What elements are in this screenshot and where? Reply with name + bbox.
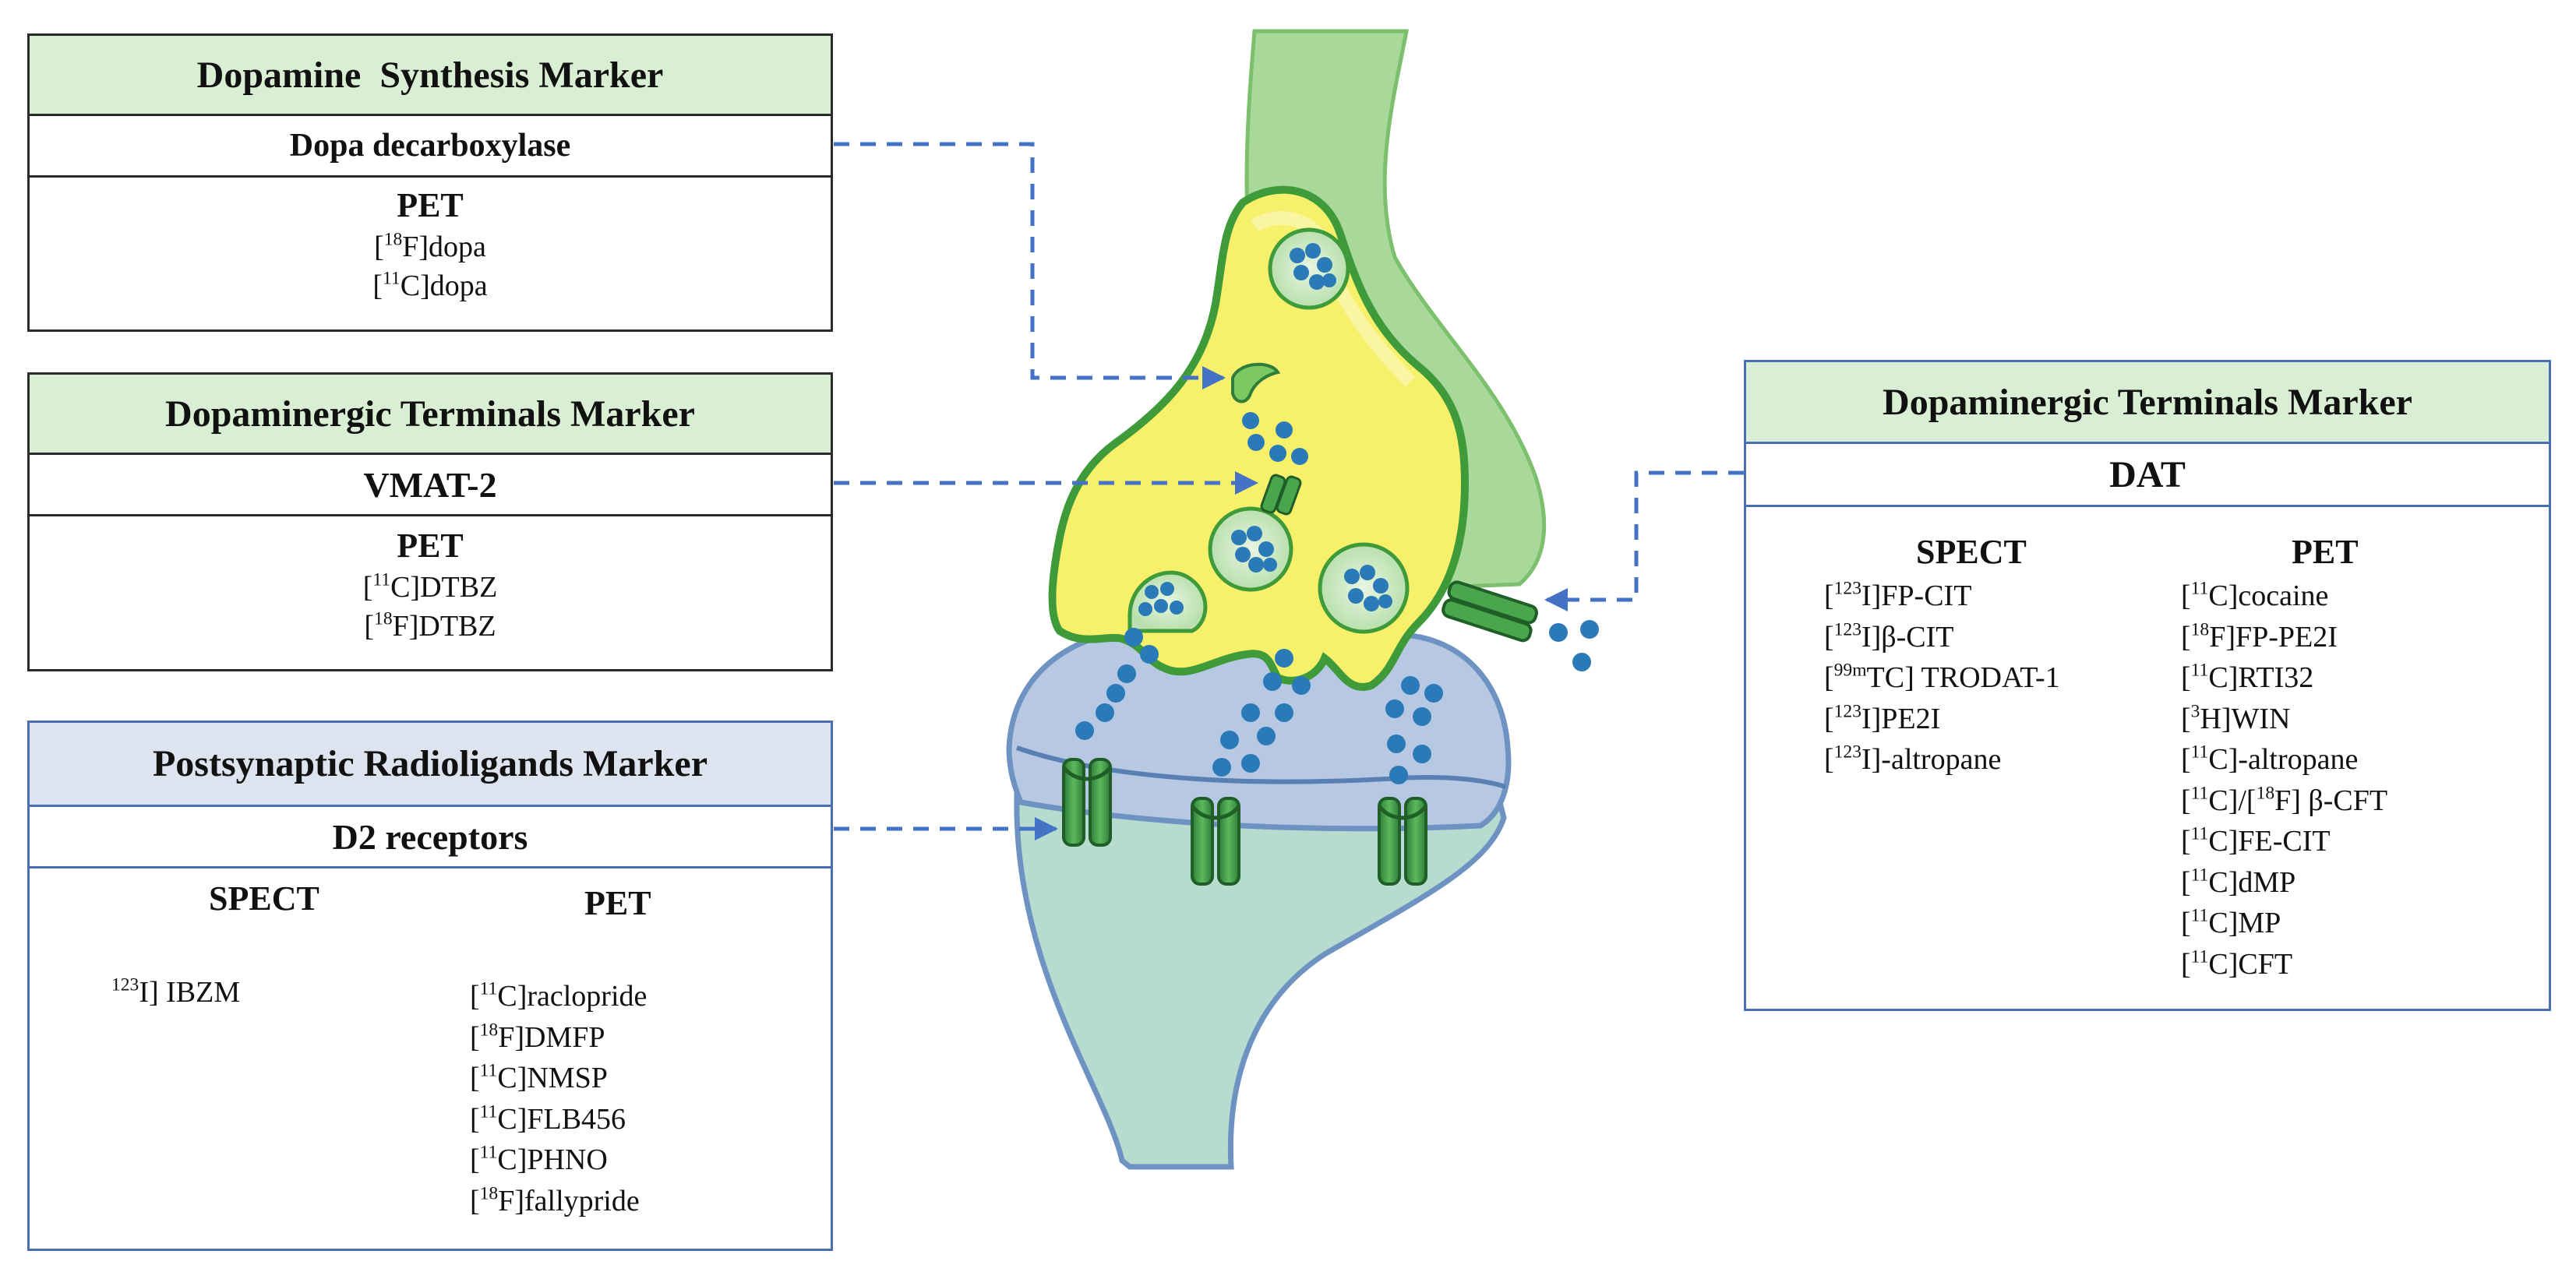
- dat-spect-list: [123I]FP-CIT [123I]β-CIT [99mTC] TRODAT-1 […: [1824, 576, 2060, 780]
- ligand-item: [11C]PHNO: [470, 1142, 608, 1176]
- synthesis-ligand-list: [18F]dopa [11C]dopa: [30, 227, 831, 305]
- ligand-item: [18F]FP-PE2I: [2181, 618, 2338, 654]
- dat-spect-header: SPECT: [1916, 533, 2027, 571]
- postsynaptic-pet-list: [11C]raclopride [18F]DMFP [11C]NMSP [11C]FL…: [470, 976, 647, 1221]
- dopa-decarboxylase-label: Dopa decarboxylase: [30, 114, 831, 178]
- dat-transporter: [1442, 580, 1539, 643]
- ligand-item: [11C]RTI32: [2181, 660, 2314, 694]
- postsynaptic-dendrite: [1014, 783, 1507, 1170]
- postsynaptic-spect-list: 123I] IBZM: [111, 972, 240, 1013]
- ligand-item: 123I] IBZM: [111, 974, 241, 1009]
- postsynaptic-spect-header: SPECT: [209, 879, 319, 918]
- ligand-item: [11C]-altropane: [2181, 742, 2359, 776]
- ligand-item: [11C]MP: [2181, 905, 2281, 939]
- d2-receptors-label: D2 receptors: [30, 805, 831, 868]
- dopa-decarboxylase-enzyme: [1231, 362, 1281, 403]
- postsynaptic-box: Postsynaptic Radioligands Marker D2 rece…: [27, 721, 833, 1251]
- d2-receptors: [1062, 758, 1427, 886]
- ligand-item: [18F]DTBZ: [364, 608, 496, 643]
- dat-label: DAT: [1746, 442, 2549, 507]
- arrow-dopa-decarboxylase: [834, 142, 1226, 389]
- vmat2-terminals-box: Dopaminergic Terminals Marker VMAT-2 PET…: [27, 372, 833, 671]
- ligand-item: [11C]raclopride: [470, 978, 648, 1013]
- ligand-item: [123I]FP-CIT: [1824, 578, 1972, 612]
- ligand-item: [11C]/[18F] β-CFT: [2181, 782, 2388, 817]
- ligand-item: [18F]fallypride: [470, 1182, 640, 1217]
- ligand-item: [3H]WIN: [2181, 700, 2291, 735]
- vmat2-box-title: Dopaminergic Terminals Marker: [30, 375, 831, 453]
- dopamine-synthesis-title: Dopamine Synthesis Marker: [30, 36, 831, 114]
- ligand-item: [18F]DMFP: [470, 1019, 605, 1054]
- ligand-item: [123I]-altropane: [1824, 742, 2002, 776]
- ligand-item: [11C]DTBZ: [362, 569, 498, 604]
- postsynaptic-title: Postsynaptic Radioligands Marker: [30, 723, 831, 805]
- vesicle-dopamine: [1138, 243, 1392, 616]
- dat-box-title: Dopaminergic Terminals Marker: [1746, 362, 2549, 442]
- postsynaptic-pet-header: PET: [584, 884, 651, 922]
- ligand-item: [11C]cocaine: [2181, 578, 2329, 612]
- dat-terminals-box: Dopaminergic Terminals Marker DAT SPECT …: [1744, 360, 2551, 1011]
- vmat2-ligand-list: [11C]DTBZ [18F]DTBZ: [30, 568, 831, 646]
- connector-arrows: [834, 142, 1744, 840]
- ligand-item: [99mTC] TRODAT-1: [1824, 660, 2060, 694]
- ligand-item: [11C]NMSP: [470, 1060, 608, 1094]
- ligand-item: [11C]dMP: [2181, 864, 2296, 899]
- ligand-item: [123I]PE2I: [1824, 700, 1941, 735]
- synthesis-method-label: PET: [397, 186, 464, 224]
- ligand-item: [123I]β-CIT: [1824, 618, 1954, 654]
- dat-pet-list: [11C]cocaine [18F]FP-PE2I [11C]RTI32 [3H]WI…: [2181, 576, 2387, 985]
- synaptic-vesicles: [1127, 227, 1410, 634]
- ligand-item: [11C]FLB456: [470, 1101, 626, 1136]
- released-dopamine: [1075, 412, 1599, 784]
- ligand-item: [18F]dopa: [374, 229, 486, 263]
- arrow-dat: [1544, 470, 1744, 611]
- ligand-item: [11C]CFT: [2181, 946, 2293, 981]
- ligand-item: [11C]FE-CIT: [2181, 823, 2331, 858]
- dat-pet-header: PET: [2292, 533, 2359, 571]
- ligand-item: [11C]dopa: [372, 268, 488, 302]
- vmat2-transporter: [1260, 474, 1302, 516]
- vmat2-label: VMAT-2: [30, 453, 831, 516]
- vmat2-method-label: PET: [397, 527, 464, 565]
- dopamine-synthesis-box: Dopamine Synthesis Marker Dopa decarboxy…: [27, 33, 833, 332]
